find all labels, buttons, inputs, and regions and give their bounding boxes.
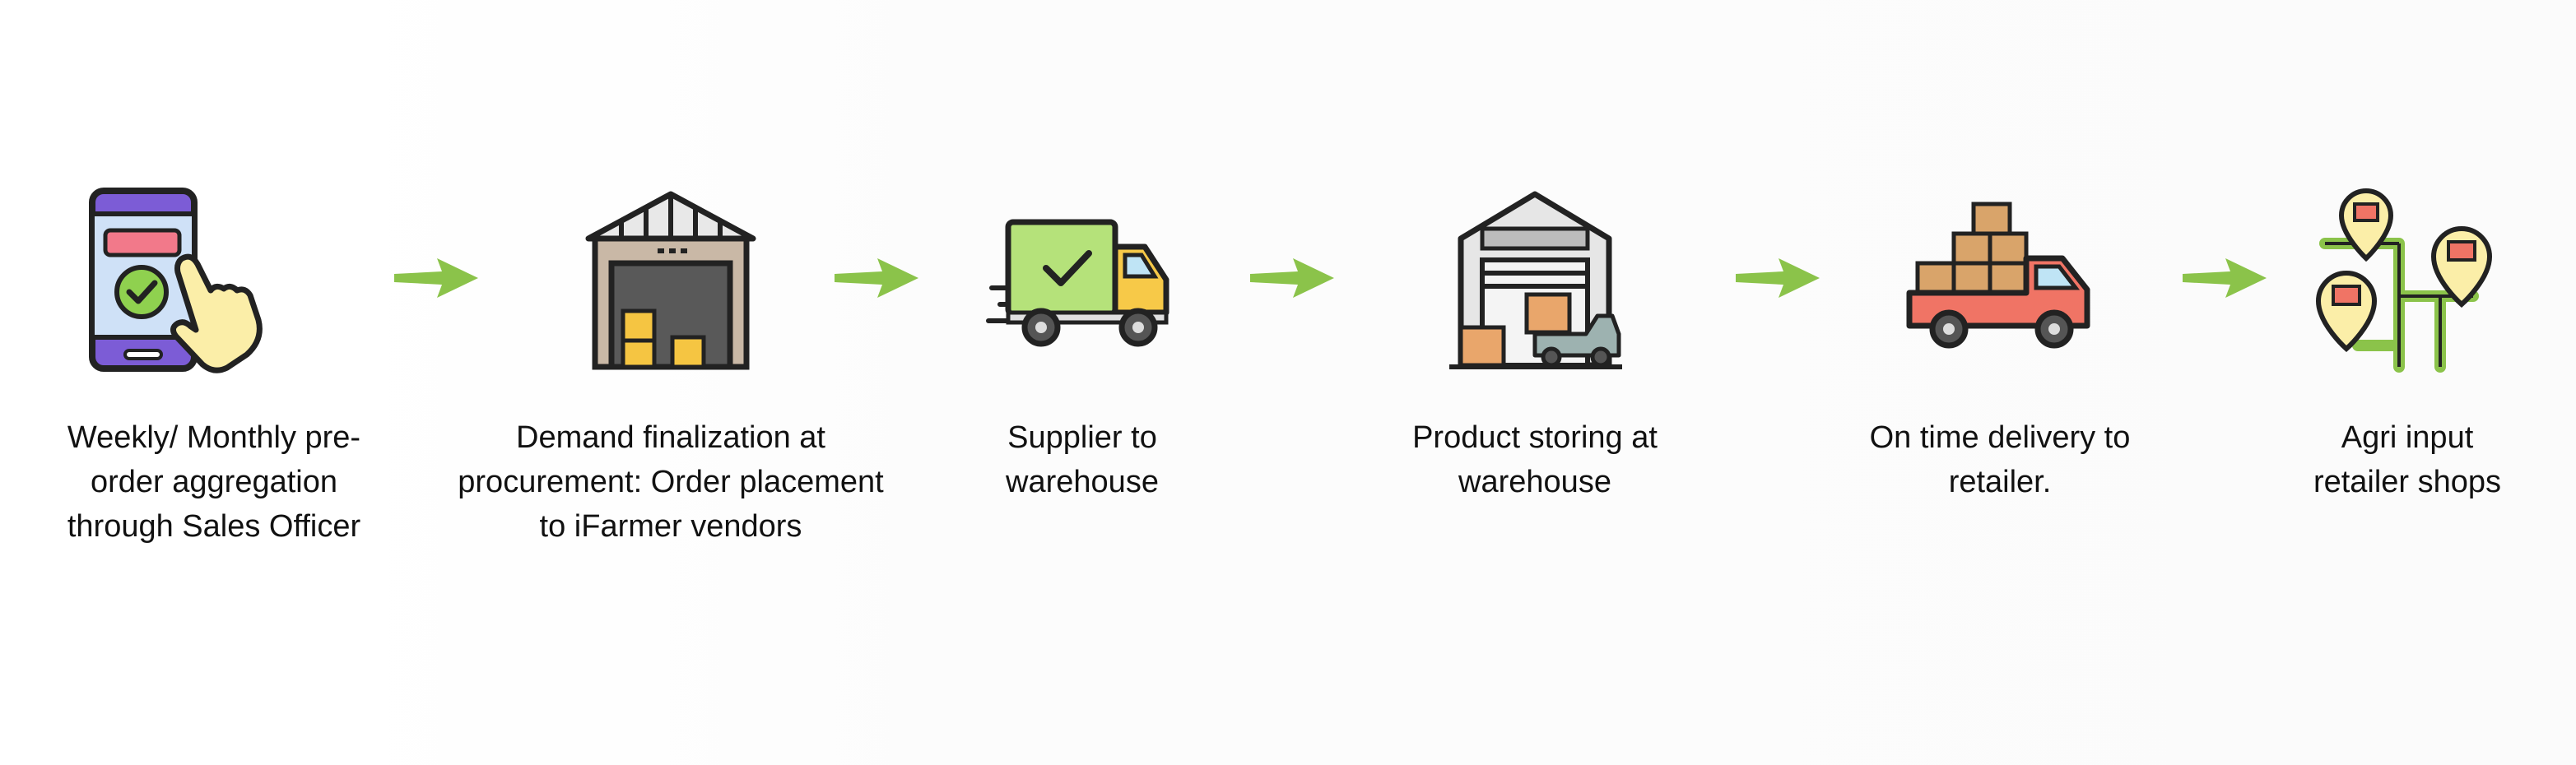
step-label-line: procurement: Order placement — [458, 465, 884, 499]
step-label-line: warehouse — [1006, 465, 1159, 499]
step-label-line: On time delivery to — [1869, 420, 2131, 455]
phone-order-icon — [82, 181, 280, 378]
step-label: Supplier to warehouse — [835, 415, 1329, 504]
flow-arrow-3 — [1247, 255, 1337, 301]
step-label: Product storing at warehouse — [1288, 415, 1782, 504]
storage-warehouse-icon — [1436, 181, 1634, 378]
step-label-line: Supplier to — [1007, 420, 1157, 455]
step-label: Demand finalization at procurement: Orde… — [424, 415, 918, 549]
step-label-line: to iFarmer vendors — [539, 509, 802, 544]
flow-arrow-2 — [831, 255, 922, 301]
step-label-line: warehouse — [1458, 465, 1611, 499]
background-panel — [329, 0, 2576, 765]
step-label-line: Agri input — [2341, 420, 2474, 455]
step-label-line: Demand finalization at — [516, 420, 825, 455]
step-label: Agri input retailer shops — [2160, 415, 2576, 504]
step-label-line: Product storing at — [1412, 420, 1658, 455]
shop-locations-icon — [2309, 181, 2506, 378]
step-label-line: retailer. — [1948, 465, 2052, 499]
step-label: On time delivery to retailer. — [1753, 415, 2247, 504]
step-label-line: Weekly/ Monthly pre- — [67, 420, 361, 455]
cargo-truck-icon — [1901, 181, 2099, 378]
flow-arrow-5 — [2179, 255, 2270, 301]
step-label-line: through Sales Officer — [67, 509, 361, 544]
step-label-line: retailer shops — [2313, 465, 2502, 499]
step-label: Weekly/ Monthly pre- order aggregation t… — [0, 415, 461, 549]
flow-arrow-1 — [391, 255, 481, 301]
flow-arrow-4 — [1732, 255, 1823, 301]
delivery-truck-icon — [983, 181, 1181, 378]
step-label-line: order aggregation — [91, 465, 337, 499]
warehouse-icon — [572, 181, 770, 378]
